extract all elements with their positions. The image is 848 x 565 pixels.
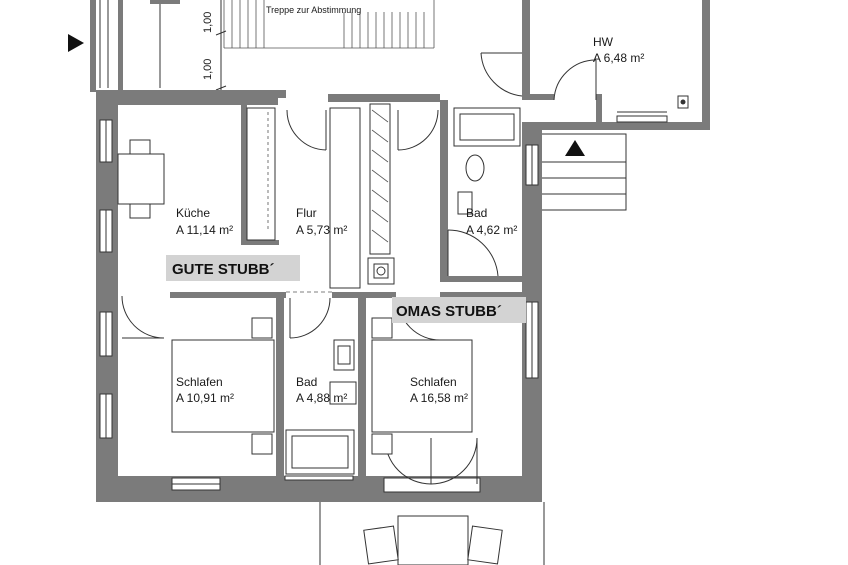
room-area-hw: A 6,48 m²	[593, 51, 644, 65]
interior-walls	[170, 100, 522, 478]
bed-schlafen-west	[171, 317, 275, 455]
bad-ost-fixtures	[453, 107, 521, 215]
room-name-bad-ost: Bad	[466, 206, 487, 220]
kitchen-counter	[246, 107, 276, 241]
entrance-arrow-west-icon	[68, 34, 84, 52]
windows-east	[525, 144, 539, 379]
kitchen-table	[117, 139, 165, 219]
tag-gute-stubb-text: GUTE STUBB´	[172, 261, 275, 278]
room-name-bad-mitte: Bad	[296, 375, 317, 389]
room-name-schlafen-ost: Schlafen	[410, 375, 457, 389]
room-area-flur: A 5,73 m²	[296, 223, 347, 237]
room-area-schlafen-west: A 10,91 m²	[176, 391, 234, 405]
room-area-bad-mitte: A 4,88 m²	[296, 391, 347, 405]
windows-south	[171, 475, 481, 493]
windows-west	[99, 119, 113, 439]
tag-gute-stubb: GUTE STUBB´	[166, 255, 300, 281]
tag-omas-stubb: OMAS STUBB´	[392, 297, 526, 323]
dimension-lower: 1,00	[202, 59, 214, 80]
room-name-kueche: Küche	[176, 206, 210, 220]
room-area-schlafen-ost: A 16,58 m²	[410, 391, 468, 405]
entrance-arrow-east-icon	[565, 140, 585, 156]
stair-note: Treppe zur Abstimmung	[266, 5, 361, 15]
tag-omas-stubb-text: OMAS STUBB´	[396, 303, 502, 320]
bed-schlafen-ost	[371, 317, 473, 455]
room-area-bad-ost: A 4,62 m²	[466, 223, 517, 237]
room-name-hw: HW	[593, 35, 614, 49]
flur-shelving	[369, 103, 391, 255]
terrace	[319, 502, 545, 565]
entrance-steps-east	[537, 133, 627, 211]
room-name-flur: Flur	[296, 206, 317, 220]
hw-room	[480, 0, 710, 130]
room-name-schlafen-west: Schlafen	[176, 375, 223, 389]
dimension-upper: 1,00	[202, 12, 214, 33]
room-area-kueche: A 11,14 m²	[176, 223, 233, 237]
stair-area: Treppe zur Abstimmung 1,00 1,00	[90, 0, 435, 92]
bad-mitte-fixtures	[285, 339, 357, 475]
stair-treads	[223, 0, 435, 49]
